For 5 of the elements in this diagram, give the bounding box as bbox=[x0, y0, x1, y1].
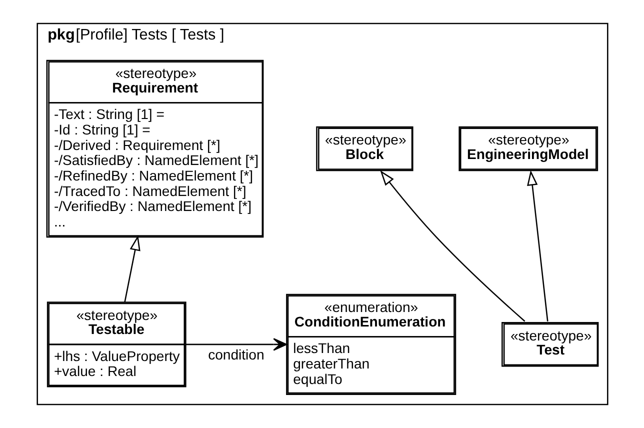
arrow bbox=[526, 170, 548, 322]
arrow bbox=[124, 235, 140, 302]
edge-label: condition bbox=[208, 346, 264, 363]
arrow bbox=[380, 170, 525, 322]
arrow bbox=[185, 338, 287, 351]
